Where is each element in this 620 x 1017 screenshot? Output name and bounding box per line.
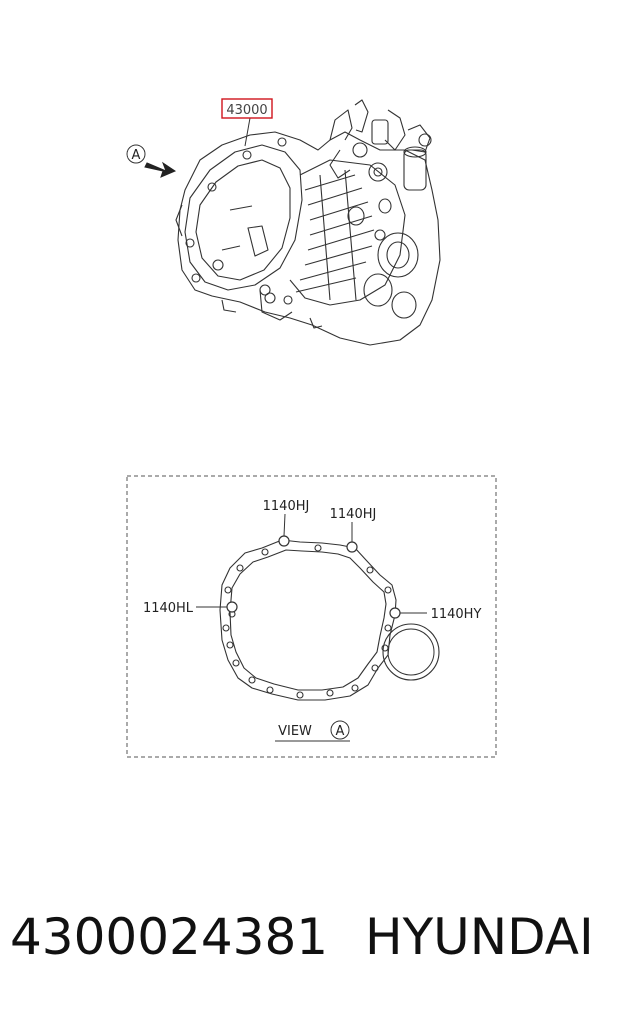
seal-ring-outer (382, 623, 440, 681)
view-a-marker-circle (330, 720, 350, 740)
callout-top-right[interactable]: 1140HJ (330, 507, 377, 522)
view-direction-arrow (144, 161, 177, 178)
view-marker-label: A (132, 148, 141, 163)
transaxle-illustration (175, 99, 441, 346)
gasket-outline (219, 539, 397, 701)
seal-ring-inner (387, 628, 435, 676)
view-marker-circle (126, 144, 146, 164)
callout-top-left[interactable]: 1140HJ (263, 499, 310, 514)
leader-top-left (283, 513, 286, 537)
view-a-marker-label: A (336, 724, 345, 739)
callout-right[interactable]: 1140HY (431, 607, 482, 622)
part-callout-leader (244, 117, 251, 147)
part-callout-box (221, 98, 273, 119)
brand-name: HYUNDAI (365, 908, 594, 966)
bolt-top-left (278, 535, 290, 547)
parts-diagram: 43000 A 1140HJ 1140HJ 1140HL 1140HY VIEW… (126, 98, 497, 758)
view-a-title: VIEW (278, 724, 312, 739)
bolt-top-right (346, 541, 358, 553)
bolt-left (226, 601, 238, 613)
view-a-frame (126, 475, 497, 758)
part-number: 4300024381 (10, 908, 329, 966)
callout-left[interactable]: 1140HL (143, 601, 194, 616)
bolt-right (389, 607, 401, 619)
part-callout-label[interactable]: 43000 (226, 103, 267, 118)
